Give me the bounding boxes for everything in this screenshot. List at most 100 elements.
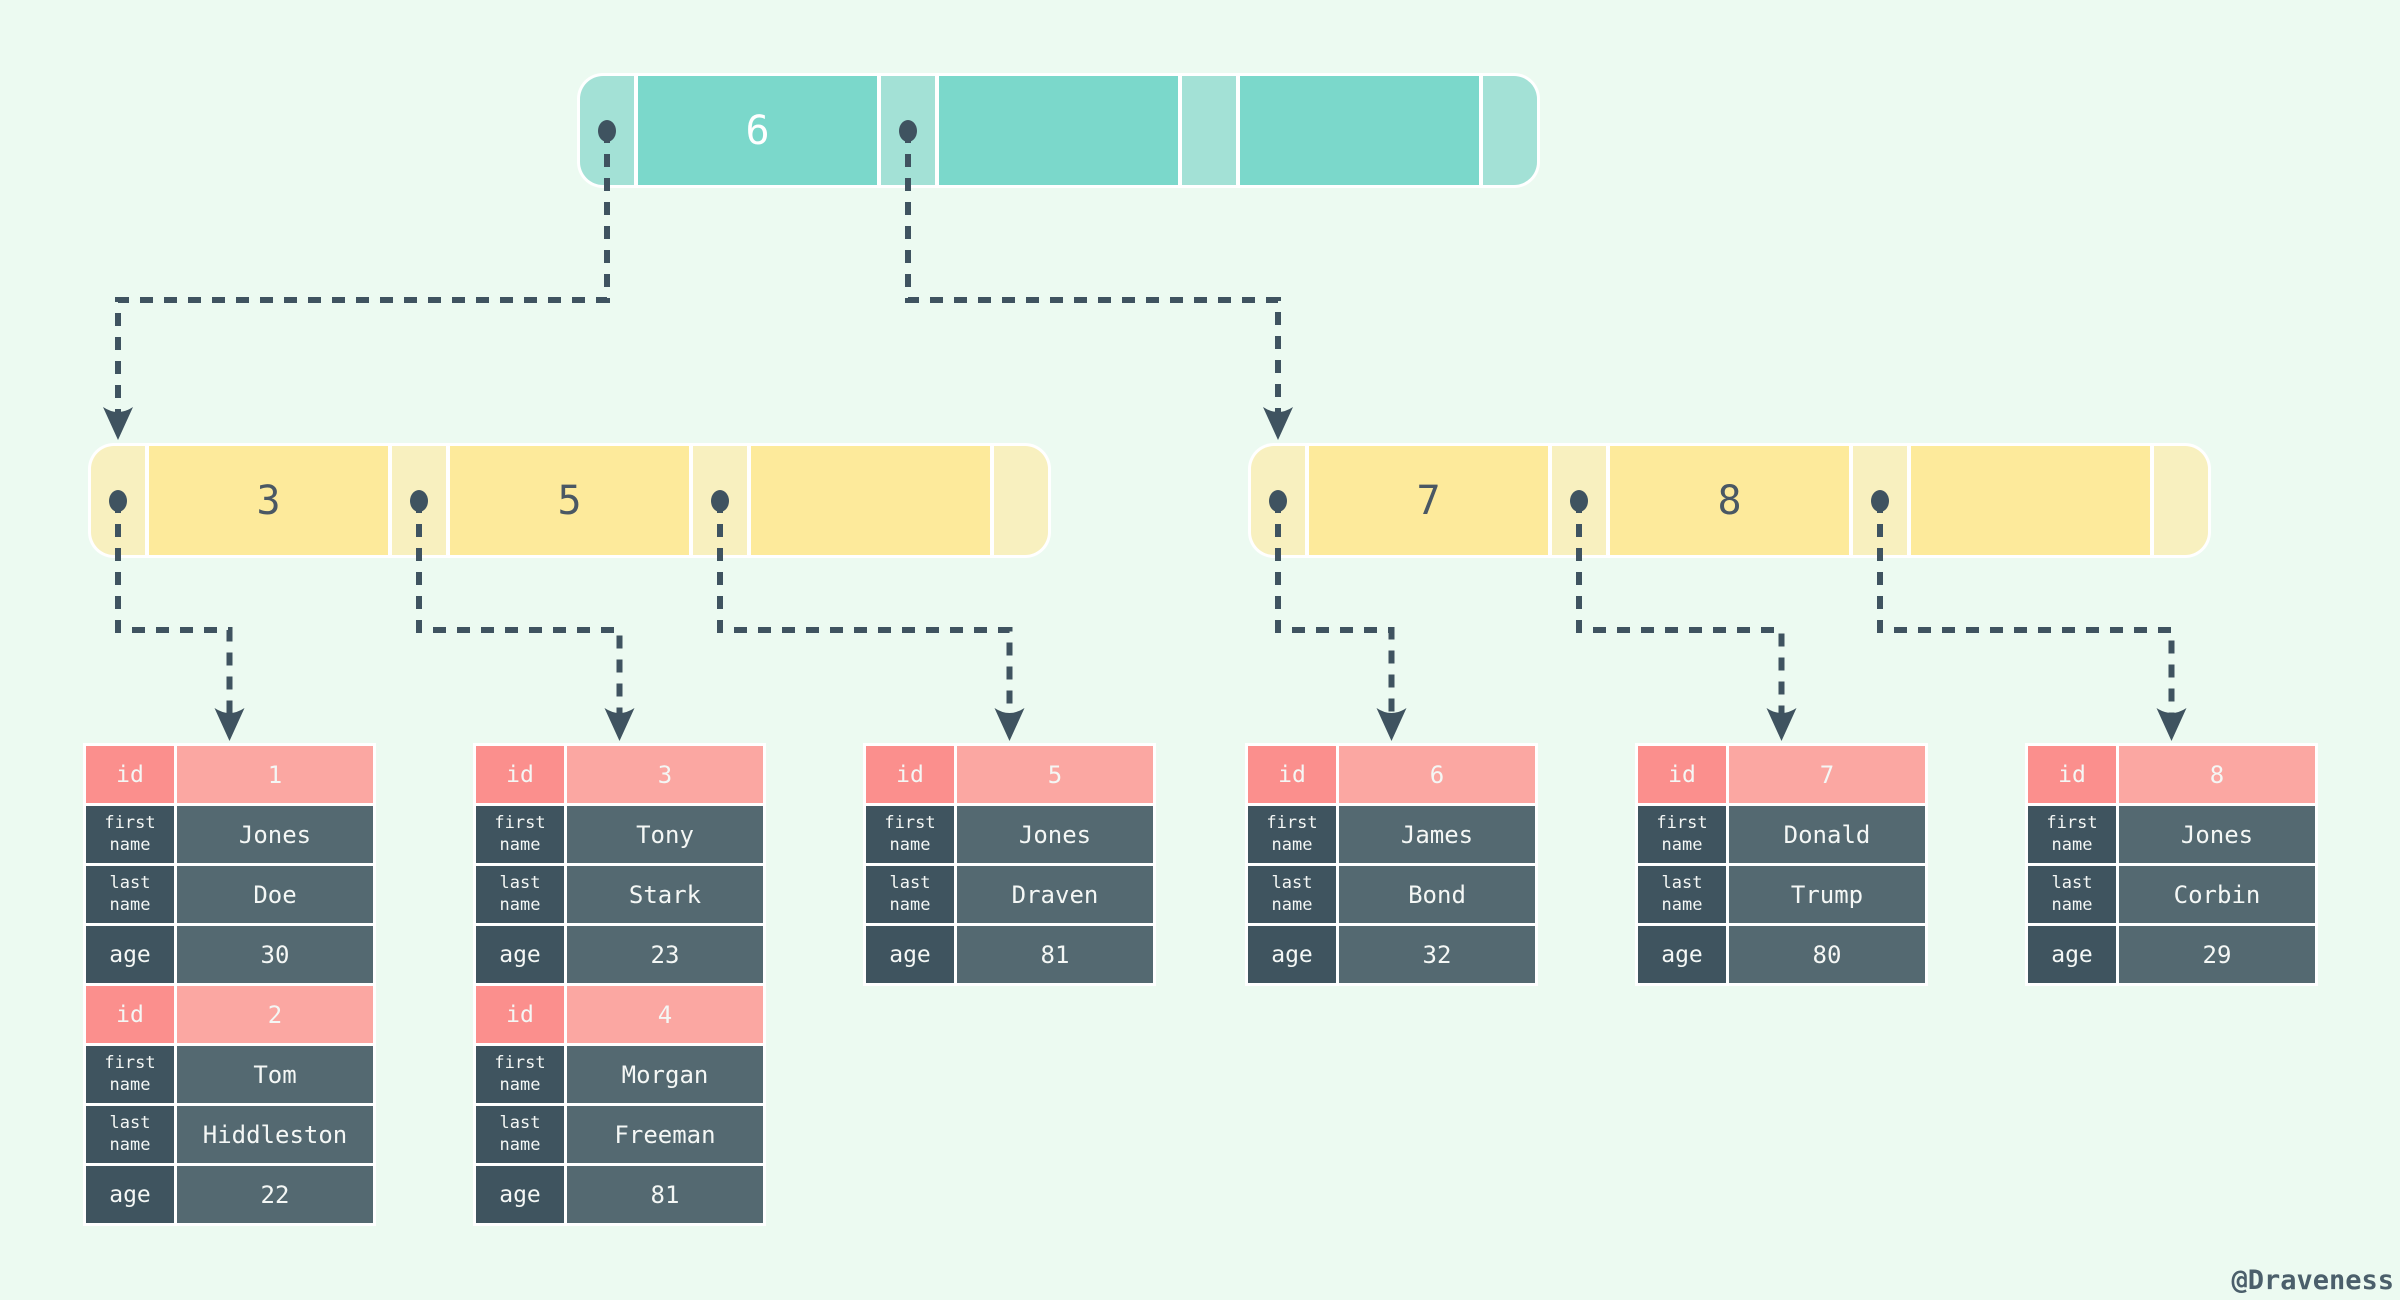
table-row: id 8 — [2028, 746, 2315, 803]
key-cell: 5 — [450, 446, 689, 555]
field-value: 81 — [957, 926, 1153, 983]
record-table-2: id 3 first name Tony last name Stark age… — [473, 743, 766, 1226]
field-value: 1 — [177, 746, 373, 803]
field-label: id — [1638, 746, 1726, 803]
field-value: Morgan — [567, 1046, 763, 1103]
key-cell: 3 — [149, 446, 388, 555]
record-table-6: id 8 first name Jones last name Corbin a… — [2025, 743, 2318, 986]
field-label: first name — [2028, 806, 2116, 863]
table-row: last name Draven — [866, 866, 1153, 923]
field-value: Jones — [177, 806, 373, 863]
key-cell — [1240, 76, 1479, 185]
field-value: Jones — [2119, 806, 2315, 863]
pointer-cell — [1483, 76, 1537, 185]
arrowhead-icon — [1376, 708, 1407, 741]
pointer-dot — [598, 119, 616, 142]
field-value: 81 — [567, 1166, 763, 1223]
field-label: first name — [1248, 806, 1336, 863]
field-label: first name — [86, 1046, 174, 1103]
field-label: age — [86, 926, 174, 983]
field-label: age — [476, 926, 564, 983]
connector-line — [115, 130, 610, 418]
pointer-cell — [693, 446, 747, 555]
field-value: Jones — [957, 806, 1153, 863]
pointer-cell — [1251, 446, 1305, 555]
field-value: 29 — [2119, 926, 2315, 983]
field-label: first name — [866, 806, 954, 863]
table-row: age 23 — [476, 926, 763, 983]
field-label: id — [476, 986, 564, 1043]
field-label: last name — [866, 866, 954, 923]
field-value: 8 — [2119, 746, 2315, 803]
table-row: age 81 — [866, 926, 1153, 983]
table-row: id 6 — [1248, 746, 1535, 803]
arrowhead-icon — [604, 708, 635, 741]
field-value: 30 — [177, 926, 373, 983]
field-value: 2 — [177, 986, 373, 1043]
field-label: last name — [86, 1106, 174, 1163]
field-value: 22 — [177, 1166, 373, 1223]
pointer-cell — [1182, 76, 1236, 185]
field-value: 7 — [1729, 746, 1925, 803]
arrowhead-icon — [103, 407, 133, 440]
watermark-text: @Draveness — [2231, 1265, 2394, 1296]
field-value: 4 — [567, 986, 763, 1043]
record-table-4: id 6 first name James last name Bond age… — [1245, 743, 1538, 986]
field-value: Tony — [567, 806, 763, 863]
field-label: last name — [476, 866, 564, 923]
table-row: last name Freeman — [476, 1106, 763, 1163]
field-label: last name — [476, 1106, 564, 1163]
table-row: first name Jones — [2028, 806, 2315, 863]
field-value: 6 — [1339, 746, 1535, 803]
pointer-dot — [109, 489, 127, 512]
table-row: first name Jones — [866, 806, 1153, 863]
field-label: age — [86, 1166, 174, 1223]
key-cell: 6 — [638, 76, 877, 185]
field-label: first name — [1638, 806, 1726, 863]
field-label: last name — [86, 866, 174, 923]
field-value: 3 — [567, 746, 763, 803]
field-label: age — [1248, 926, 1336, 983]
table-row: age 32 — [1248, 926, 1535, 983]
table-row: age 80 — [1638, 926, 1925, 983]
field-value: Trump — [1729, 866, 1925, 923]
table-row: first name Tony — [476, 806, 763, 863]
arrowhead-icon — [1263, 407, 1293, 440]
field-label: id — [866, 746, 954, 803]
field-value: Tom — [177, 1046, 373, 1103]
table-row: age 81 — [476, 1166, 763, 1223]
pointer-cell — [2154, 446, 2208, 555]
table-row: id 2 — [86, 986, 373, 1043]
field-value: 5 — [957, 746, 1153, 803]
field-value: Donald — [1729, 806, 1925, 863]
key-cell: 7 — [1309, 446, 1548, 555]
field-label: first name — [476, 1046, 564, 1103]
pointer-cell — [1552, 446, 1606, 555]
field-label: last name — [1248, 866, 1336, 923]
field-label: id — [476, 746, 564, 803]
field-label: first name — [86, 806, 174, 863]
table-row: age 30 — [86, 926, 373, 983]
field-value: Stark — [567, 866, 763, 923]
table-row: first name Donald — [1638, 806, 1925, 863]
arrowhead-icon — [214, 708, 245, 741]
table-row: age 29 — [2028, 926, 2315, 983]
pointer-dot — [1871, 489, 1889, 512]
pointer-dot — [899, 119, 917, 142]
record-table-1: id 1 first name Jones last name Doe age … — [83, 743, 376, 1226]
field-value: 32 — [1339, 926, 1535, 983]
field-value: James — [1339, 806, 1535, 863]
field-label: id — [86, 986, 174, 1043]
field-label: age — [866, 926, 954, 983]
field-value: Hiddleston — [177, 1106, 373, 1163]
record-table-5: id 7 first name Donald last name Trump a… — [1635, 743, 1928, 986]
pointer-dot — [1269, 489, 1287, 512]
pointer-cell — [994, 446, 1048, 555]
table-row: last name Corbin — [2028, 866, 2315, 923]
pointer-cell — [1853, 446, 1907, 555]
table-row: last name Trump — [1638, 866, 1925, 923]
table-row: first name Tom — [86, 1046, 373, 1103]
table-row: first name James — [1248, 806, 1535, 863]
field-label: id — [86, 746, 174, 803]
